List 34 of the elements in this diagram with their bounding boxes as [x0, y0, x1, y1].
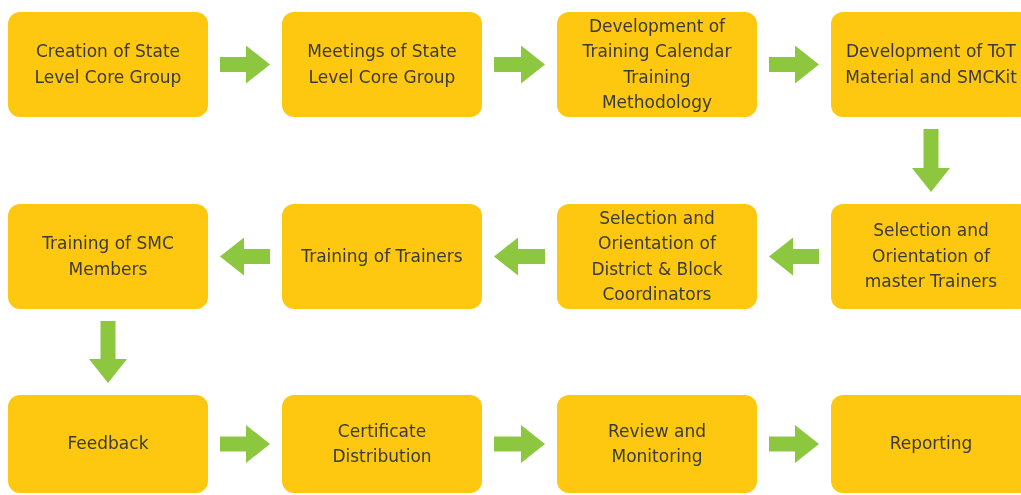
box-label: Training of SMC Members: [41, 232, 175, 281]
process-box: [557, 12, 757, 117]
box-label: Selection and Orientation of master Trainers: [863, 219, 999, 294]
box-label: Creation of State Level Core Group: [33, 40, 183, 89]
arrow: [494, 45, 545, 84]
box-label: Training of Trainers: [301, 244, 463, 268]
process-box: [831, 204, 1021, 309]
process-box: [557, 395, 757, 493]
process-box: [8, 12, 208, 117]
arrow: [769, 237, 819, 276]
arrow: [769, 45, 819, 84]
box-label: Review and Monitoring: [606, 419, 707, 468]
process-box: [831, 12, 1021, 117]
arrow: [89, 321, 127, 383]
arrow: [220, 45, 270, 84]
box-label: Certificate Distribution: [331, 419, 433, 468]
arrow: [494, 425, 545, 463]
arrow: [494, 237, 545, 276]
arrow: [220, 425, 270, 463]
box-label: Meetings of State Level Core Group: [306, 40, 458, 89]
box-label: Selection and Orientation of District & Block Coordinators: [590, 206, 724, 306]
process-box: [8, 395, 208, 493]
arrow: [220, 237, 270, 276]
process-box: [282, 395, 482, 493]
process-box: [8, 204, 208, 309]
process-box: [282, 204, 482, 309]
box-label: Development of Training Calendar Training Methodology: [581, 14, 733, 114]
process-box: [282, 12, 482, 117]
process-box: [557, 204, 757, 309]
box-label: Reporting: [889, 432, 973, 456]
arrow: [912, 129, 950, 192]
box-label: Development of ToT Material and SMCKit: [844, 40, 1018, 89]
process-box: [831, 395, 1021, 493]
box-label: Feedback: [67, 432, 149, 456]
